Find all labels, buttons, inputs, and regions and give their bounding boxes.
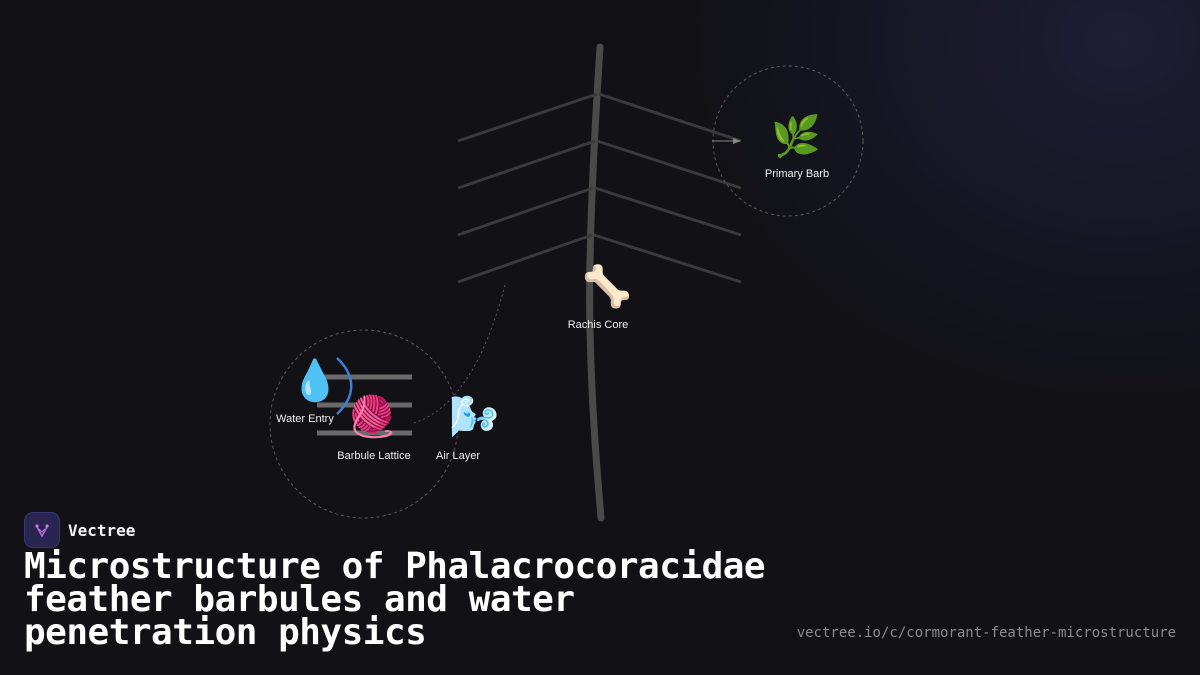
droplet-icon: 💧 [290,358,340,404]
bone-icon: 🦴 [582,264,632,310]
wind-icon: 🌬️ [449,394,499,440]
zoom-connector [410,284,506,425]
source-url: vectree.io/c/cormorant-feather-microstru… [796,625,1176,641]
primary-barb-label: Primary Barb [764,168,830,180]
brand-name: Vectree [68,520,136,540]
vectree-logo-icon [24,512,60,548]
rachis-core-label: Rachis Core [567,319,629,331]
herb-icon: 🌿 [771,114,821,160]
water-entry-label: Water Entry [276,413,334,425]
brand: Vectree [24,512,135,548]
air-layer-label: Air Layer [435,450,481,462]
primary-barb-arrowhead [733,138,741,144]
barbule-lattice-callout [269,329,459,519]
water-entry-arc [336,357,353,415]
barbs-left [457,92,598,284]
yarn-icon: 🧶 [347,394,397,440]
barbs-right [593,92,742,284]
barbule-bars [317,374,412,436]
barbule-lattice-label: Barbule Lattice [337,450,411,462]
rachis-shaft [586,43,605,522]
page-title: Microstructure of Phalacrocoracidae feat… [24,546,766,653]
